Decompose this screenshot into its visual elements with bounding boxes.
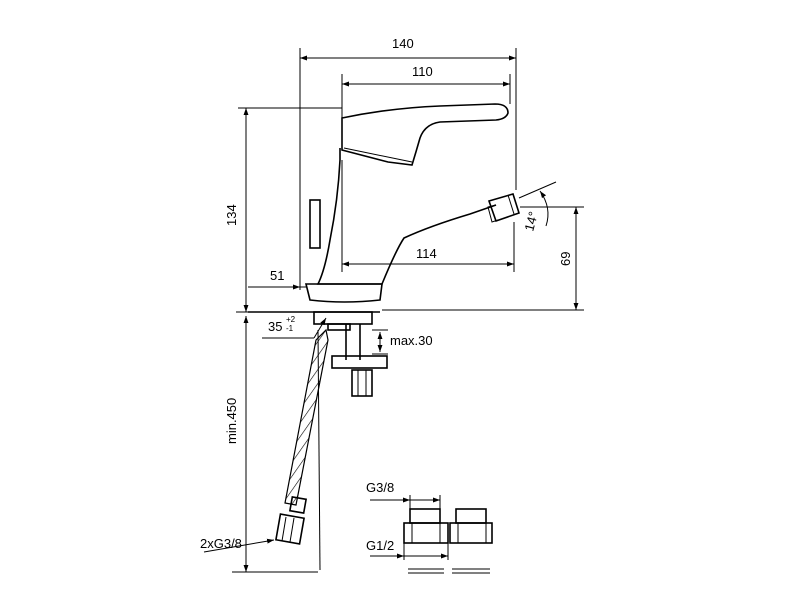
- dimension-lines: [203, 55, 579, 572]
- adapter-connector-left: [403, 508, 449, 574]
- tilt-angle-label: 14°: [521, 210, 541, 233]
- connector-bottom-label: G1/2: [366, 538, 394, 553]
- bore-tolerance-upper: +2: [286, 315, 296, 324]
- inner-reach-label: 114: [416, 246, 437, 261]
- max-thickness-label: max.30: [390, 333, 433, 348]
- bore-label: 35: [268, 319, 282, 334]
- bore-tolerance-lower: -1: [286, 324, 294, 333]
- height-label: 134: [224, 204, 239, 226]
- spout-reach-label: 110: [412, 64, 433, 79]
- hose-length-label: min.450: [224, 398, 239, 444]
- overall-width-label: 140: [392, 36, 414, 51]
- faucet-body: [248, 103, 520, 397]
- connector-top-label: G3/8: [366, 480, 394, 495]
- hose-connection-label: 2xG3/8: [200, 536, 242, 551]
- base-offset-label: 51: [270, 268, 284, 283]
- extension-lines: [232, 48, 584, 573]
- adapter-connector-right: [449, 508, 493, 574]
- flexible-hose: [274, 328, 329, 571]
- lever-height-label: 69: [558, 252, 573, 266]
